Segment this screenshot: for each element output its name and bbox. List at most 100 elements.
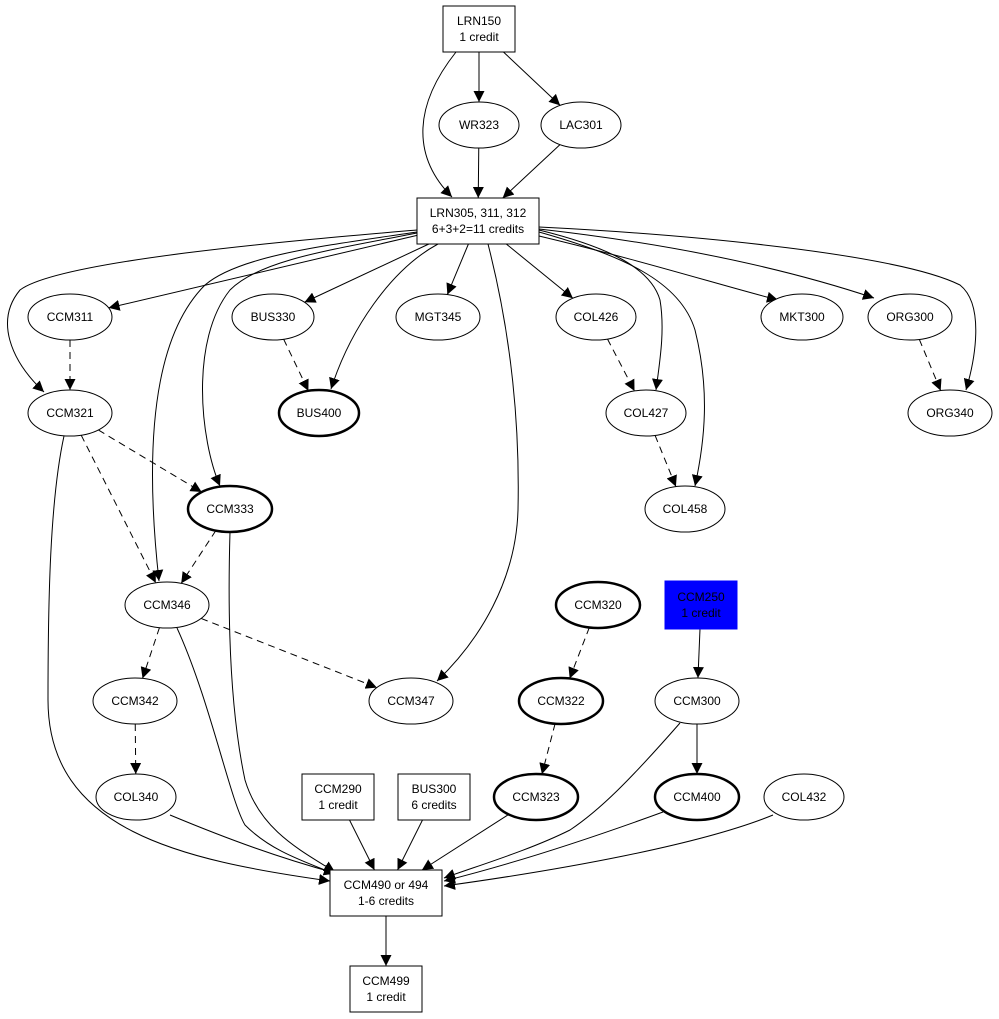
node-label: BUS300 (412, 782, 457, 796)
edge-ccm290-to-ccm490 (349, 819, 375, 871)
edge-lrn305-to-ccm333 (202, 232, 418, 487)
node-label: ORG300 (886, 310, 934, 324)
edge-lrn305-to-ccm321 (7, 229, 418, 393)
node-box (416, 197, 540, 245)
node-label: CCM321 (46, 406, 94, 420)
node-ccm320[interactable]: CCM320 (554, 580, 642, 630)
node-label: CCM499 (362, 974, 410, 988)
edge-col426-to-col427 (607, 338, 635, 392)
node-ccm347[interactable]: CCM347 (368, 677, 454, 725)
node-label: MGT345 (415, 310, 462, 324)
edge-lrn305-to-bus330 (304, 243, 430, 303)
edge-lrn150-to-lac301 (503, 51, 561, 106)
edge-lrn305-to-bus400 (329, 243, 439, 390)
edge-col432-to-ccm490 (443, 814, 774, 890)
node-ccm499[interactable]: CCM499 1 credit (349, 965, 423, 1013)
node-col426[interactable]: COL426 (555, 293, 637, 341)
node-box (301, 773, 375, 821)
node-label: MKT300 (779, 310, 825, 324)
node-label: CCM323 (512, 790, 560, 804)
node-col427[interactable]: COL427 (605, 389, 687, 437)
edge-lac301-to-lrn305 (502, 144, 561, 199)
node-ccm321[interactable]: CCM321 (27, 389, 113, 437)
node-sublabel: 6 credits (411, 798, 456, 812)
edge-org300-to-org340 (918, 339, 942, 391)
node-bus300[interactable]: BUS300 6 credits (397, 773, 471, 821)
node-ellipse (277, 388, 361, 438)
node-bus400[interactable]: BUS400 (277, 388, 361, 438)
node-ccm300[interactable]: CCM300 (654, 677, 740, 725)
node-ellipse (654, 677, 740, 725)
node-ellipse (124, 581, 210, 629)
node-org300[interactable]: ORG300 (867, 293, 953, 341)
node-ccm323[interactable]: CCM323 (492, 772, 580, 822)
node-label: CCM320 (574, 598, 622, 612)
node-lac301[interactable]: LAC301 (540, 101, 622, 149)
edge-ccm333-to-ccm346 (180, 530, 217, 584)
edge-ccm342-to-col340 (130, 723, 142, 775)
node-ccm290[interactable]: CCM290 1 credit (301, 773, 375, 821)
edge-lrn305-to-ccm346 (151, 231, 418, 582)
edge-ccm250-to-ccm300 (692, 628, 704, 679)
node-ellipse (92, 677, 178, 725)
edge-col427-to-col458 (654, 435, 677, 487)
node-ccm333[interactable]: CCM333 (186, 484, 274, 534)
node-box (329, 869, 443, 917)
node-label: BUS400 (297, 406, 342, 420)
edge-ccm346-to-ccm347 (200, 617, 378, 689)
node-box (397, 773, 471, 821)
node-label: CCM311 (47, 310, 94, 324)
node-ccm311[interactable]: CCM311 (27, 293, 113, 341)
node-label: CCM400 (673, 790, 721, 804)
edge-bus300-to-ccm490 (397, 819, 423, 871)
node-ccm346[interactable]: CCM346 (124, 581, 210, 629)
node-label: COL432 (782, 790, 827, 804)
node-label: CCM300 (673, 694, 721, 708)
edges-layer (7, 51, 977, 966)
node-ellipse (438, 101, 520, 149)
node-label: CCM250 (677, 590, 725, 604)
node-org340[interactable]: ORG340 (907, 389, 993, 437)
node-sublabel: 1 credit (366, 990, 406, 1004)
edge-ccm321-to-ccm346 (80, 434, 157, 584)
node-ellipse (368, 677, 454, 725)
node-wr323[interactable]: WR323 (438, 101, 520, 149)
node-label: CCM347 (387, 694, 435, 708)
edge-col340-to-ccm490 (169, 814, 336, 876)
node-ccm322[interactable]: CCM322 (517, 676, 605, 726)
node-label: COL426 (574, 310, 619, 324)
node-ellipse (95, 773, 177, 821)
node-sublabel: 1 credit (459, 30, 499, 44)
node-ellipse (644, 485, 726, 533)
node-label: CCM290 (314, 782, 362, 796)
node-sublabel: 1-6 credits (358, 894, 414, 908)
node-label: COL340 (114, 790, 159, 804)
node-ellipse (492, 772, 580, 822)
node-col458[interactable]: COL458 (644, 485, 726, 533)
node-mkt300[interactable]: MKT300 (760, 293, 844, 341)
edge-ccm346-to-ccm342 (140, 627, 160, 679)
node-ellipse (554, 580, 642, 630)
node-ellipse (907, 389, 993, 437)
node-col340[interactable]: COL340 (95, 773, 177, 821)
node-col432[interactable]: COL432 (763, 773, 845, 821)
node-ellipse (231, 293, 315, 341)
node-mgt345[interactable]: MGT345 (395, 293, 481, 341)
node-sublabel: 1 credit (318, 798, 358, 812)
node-label: WR323 (459, 118, 499, 132)
node-bus330[interactable]: BUS330 (231, 293, 315, 341)
node-ccm342[interactable]: CCM342 (92, 677, 178, 725)
node-label: ORG340 (926, 406, 974, 420)
node-label: COL458 (663, 502, 708, 516)
node-label: LRN305, 311, 312 (430, 206, 527, 220)
edge-lrn305-to-mkt300 (538, 235, 779, 303)
node-ccm400[interactable]: CCM400 (653, 772, 741, 822)
node-label: CCM346 (143, 598, 191, 612)
node-label: CCM342 (111, 694, 159, 708)
